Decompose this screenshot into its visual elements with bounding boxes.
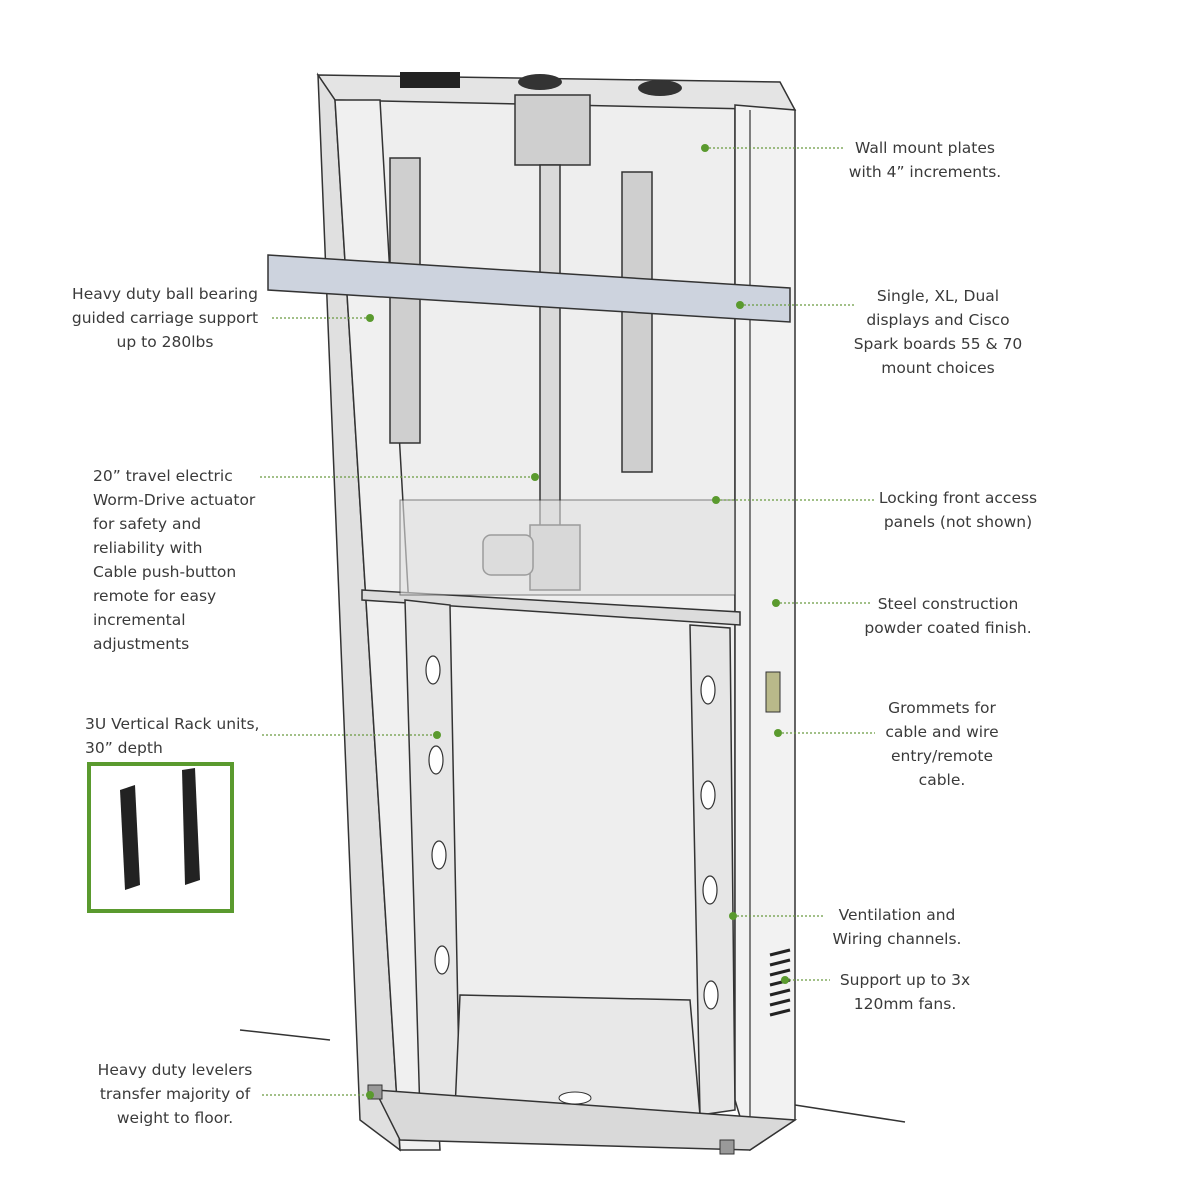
callout-leaders bbox=[260, 147, 876, 1096]
carriage-crossbar bbox=[267, 254, 791, 323]
actuator-column bbox=[539, 164, 561, 536]
equipment-shelf bbox=[361, 589, 741, 626]
callout-displays: Single, XL, Dual displays and Cisco Spar… bbox=[853, 287, 1023, 377]
floor-line bbox=[794, 1104, 906, 1123]
fan-vents bbox=[769, 948, 791, 1017]
rack-unit-bracket bbox=[120, 785, 140, 890]
callout-dots bbox=[366, 144, 789, 1099]
mount-plate-left bbox=[389, 157, 421, 444]
mount-plate-right bbox=[621, 171, 653, 473]
actuator-mount bbox=[514, 94, 591, 166]
base bbox=[373, 1089, 798, 1151]
callout-levelers: Heavy duty levelers transfer majority of… bbox=[97, 1061, 253, 1127]
callout-ventilation: Ventilation and Wiring channels. bbox=[832, 906, 962, 948]
rack-unit-bracket bbox=[182, 768, 200, 885]
floor-line bbox=[239, 1029, 331, 1041]
callout-access-panels: Locking front access panels (not shown) bbox=[878, 489, 1038, 531]
rack-units-inset bbox=[87, 762, 234, 913]
callout-ball-bearing: Heavy duty ball bearing guided carriage … bbox=[71, 285, 259, 351]
callout-grommets: Grommets for cable and wire entry/remote… bbox=[885, 699, 999, 789]
top-grommet bbox=[518, 74, 562, 90]
grommet bbox=[765, 671, 781, 713]
right-column bbox=[734, 104, 796, 1152]
top-grommet bbox=[400, 72, 460, 88]
callout-wall-mount: Wall mount plates with 4” increments. bbox=[848, 139, 1002, 181]
callout-fans: Support up to 3x 120mm fans. bbox=[839, 971, 971, 1013]
callout-steel: Steel construction powder coated finish. bbox=[864, 595, 1032, 637]
callout-rack-units: 3U Vertical Rack units, 30” depth bbox=[85, 715, 260, 757]
rack-rail-right bbox=[689, 624, 736, 1116]
leveler-foot bbox=[719, 1139, 735, 1155]
top-grommet bbox=[638, 80, 682, 96]
callout-actuator: 20” travel electric Worm-Drive actuator … bbox=[93, 467, 256, 653]
